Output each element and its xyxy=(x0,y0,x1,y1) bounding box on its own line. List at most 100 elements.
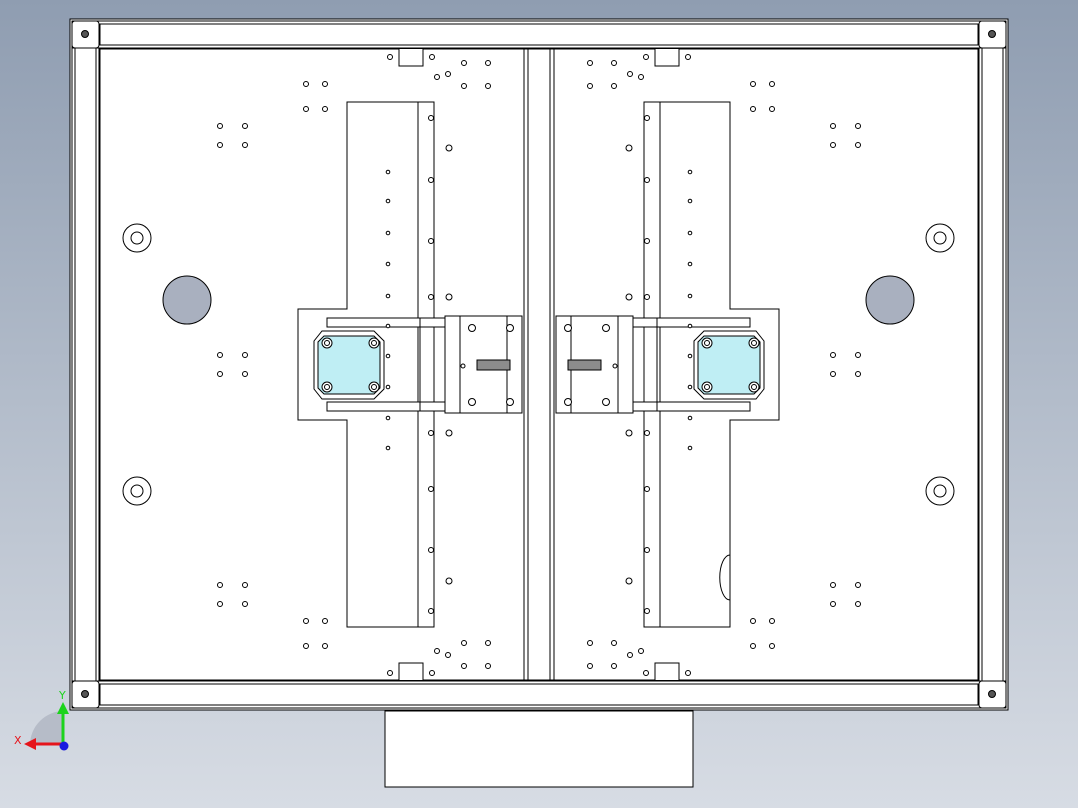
mounting-hole xyxy=(644,177,650,183)
mounting-hole xyxy=(769,618,775,624)
mounting-hole xyxy=(627,652,633,658)
mounting-hole xyxy=(445,293,453,301)
corner-bolt xyxy=(988,30,996,38)
top-rail-inner xyxy=(99,23,979,46)
mounting-hole xyxy=(217,352,223,358)
corner-bolt xyxy=(988,690,996,698)
mounting-hole xyxy=(687,230,693,236)
mounting-hole xyxy=(385,169,391,175)
mounting-hole xyxy=(830,371,836,377)
mounting-hole xyxy=(434,74,440,80)
top-rail xyxy=(71,20,1007,49)
mounting-hole xyxy=(506,324,514,332)
small-holes xyxy=(217,54,861,676)
mounting-hole xyxy=(687,169,693,175)
right-slide-assembly xyxy=(555,101,780,628)
edge-notches xyxy=(398,49,680,680)
mounting-hole xyxy=(704,384,710,390)
mounting-hole xyxy=(506,398,514,406)
mounting-hole xyxy=(611,663,617,669)
mounting-hole xyxy=(445,429,453,437)
mounting-hole xyxy=(687,353,693,359)
mounting-hole xyxy=(461,83,467,89)
mounting-hole xyxy=(322,106,328,112)
mounting-hole xyxy=(428,177,434,183)
mounting-hole xyxy=(445,577,453,585)
mounting-hole xyxy=(751,340,757,346)
mounting-hole xyxy=(750,643,756,649)
mounting-ring-inner xyxy=(130,484,144,498)
mounting-hole xyxy=(385,293,391,299)
mounting-hole xyxy=(830,142,836,148)
mounting-hole xyxy=(644,547,650,553)
mounting-hole xyxy=(428,486,434,492)
mounting-hole xyxy=(242,123,248,129)
z-axis-dot xyxy=(59,741,69,751)
mounting-hole xyxy=(242,582,248,588)
large-holes xyxy=(122,223,955,506)
mounting-hole xyxy=(242,142,248,148)
mounting-ring-inner xyxy=(933,484,947,498)
mounting-hole xyxy=(625,577,633,585)
mounting-hole xyxy=(385,323,391,329)
mounting-hole xyxy=(855,352,861,358)
mounting-hole xyxy=(217,123,223,129)
center-divider-inner xyxy=(527,48,551,681)
bottom-rail xyxy=(71,680,1007,709)
right-clamp-slot xyxy=(567,359,602,371)
mounting-hole xyxy=(385,415,391,421)
right-slide-rail xyxy=(643,101,661,628)
mounting-hole xyxy=(385,353,391,359)
mounting-hole xyxy=(750,618,756,624)
mounting-ring-inner xyxy=(130,231,144,245)
mounting-hole xyxy=(830,582,836,588)
mounting-hole xyxy=(625,429,633,437)
mounting-hole xyxy=(627,71,633,77)
mounting-hole xyxy=(485,640,491,646)
right-bracket-rail-bottom xyxy=(631,401,751,412)
mounting-hole xyxy=(303,81,309,87)
large-hole-right xyxy=(865,275,915,325)
mounting-hole xyxy=(612,363,618,369)
mounting-hole xyxy=(685,670,691,676)
mounting-hole xyxy=(644,608,650,614)
mounting-hole xyxy=(485,60,491,66)
mounting-hole xyxy=(751,384,757,390)
notch-top-right xyxy=(654,49,680,67)
mounting-hole xyxy=(460,363,466,369)
mounting-hole xyxy=(385,384,391,390)
bottom-rail-inner xyxy=(99,683,979,706)
mounting-hole xyxy=(611,640,617,646)
mounting-hole xyxy=(242,352,248,358)
mounting-hole xyxy=(587,60,593,66)
mounting-hole xyxy=(625,293,633,301)
mounting-hole xyxy=(445,71,451,77)
mounting-hole xyxy=(643,670,649,676)
left-clamp-slot xyxy=(476,359,511,371)
mounting-hole xyxy=(855,142,861,148)
mounting-hole xyxy=(385,198,391,204)
mounting-hole xyxy=(687,323,693,329)
mounting-hole xyxy=(217,371,223,377)
mounting-hole xyxy=(324,340,330,346)
mounting-hole xyxy=(485,663,491,669)
xyz-axis-triad-icon: Y X xyxy=(14,689,69,751)
mounting-hole xyxy=(855,371,861,377)
mounting-hole xyxy=(611,60,617,66)
bottom-box xyxy=(384,710,694,788)
mounting-hole xyxy=(644,294,650,300)
mounting-hole xyxy=(387,670,393,676)
notch-bottom-right xyxy=(654,662,680,680)
mounting-hole xyxy=(429,54,435,60)
mounting-hole xyxy=(485,83,491,89)
mounting-hole xyxy=(428,294,434,300)
mounting-hole xyxy=(855,601,861,607)
mounting-hole xyxy=(564,324,572,332)
mounting-hole xyxy=(769,106,775,112)
mounting-hole xyxy=(385,261,391,267)
mounting-hole xyxy=(371,384,377,390)
mounting-hole xyxy=(750,81,756,87)
mounting-hole xyxy=(687,415,693,421)
